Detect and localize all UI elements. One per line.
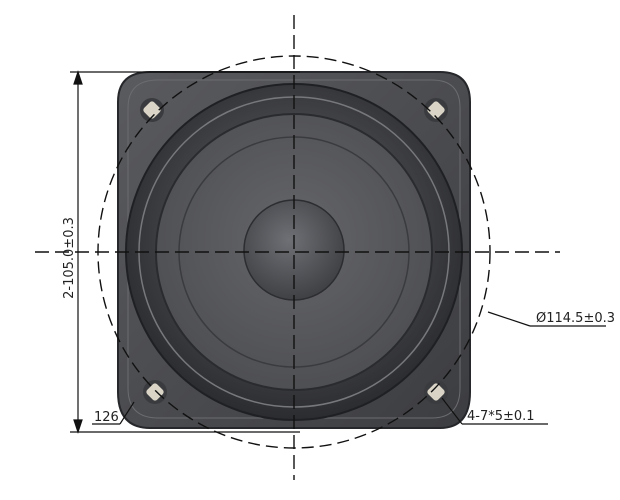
speaker-cone [125,83,463,421]
diameter-leader [487,311,606,327]
height-dimension [70,70,300,434]
mount-slot-bottom-left [143,380,167,404]
height-dim-label: 2-105.0±0.3 [62,217,77,299]
mount-holes-label: 4-7*5±0.1 [467,409,535,424]
mount-slot-top-right [424,98,448,122]
diameter-label: Ø114.5±0.3 [536,311,615,326]
frame-width-label: 126 [94,410,119,425]
center-lines [35,15,560,480]
mounting-circle [97,55,491,449]
mount-slot-top-left [140,98,164,122]
frame-width-leader [92,401,135,425]
mount-holes-leader [441,397,548,425]
